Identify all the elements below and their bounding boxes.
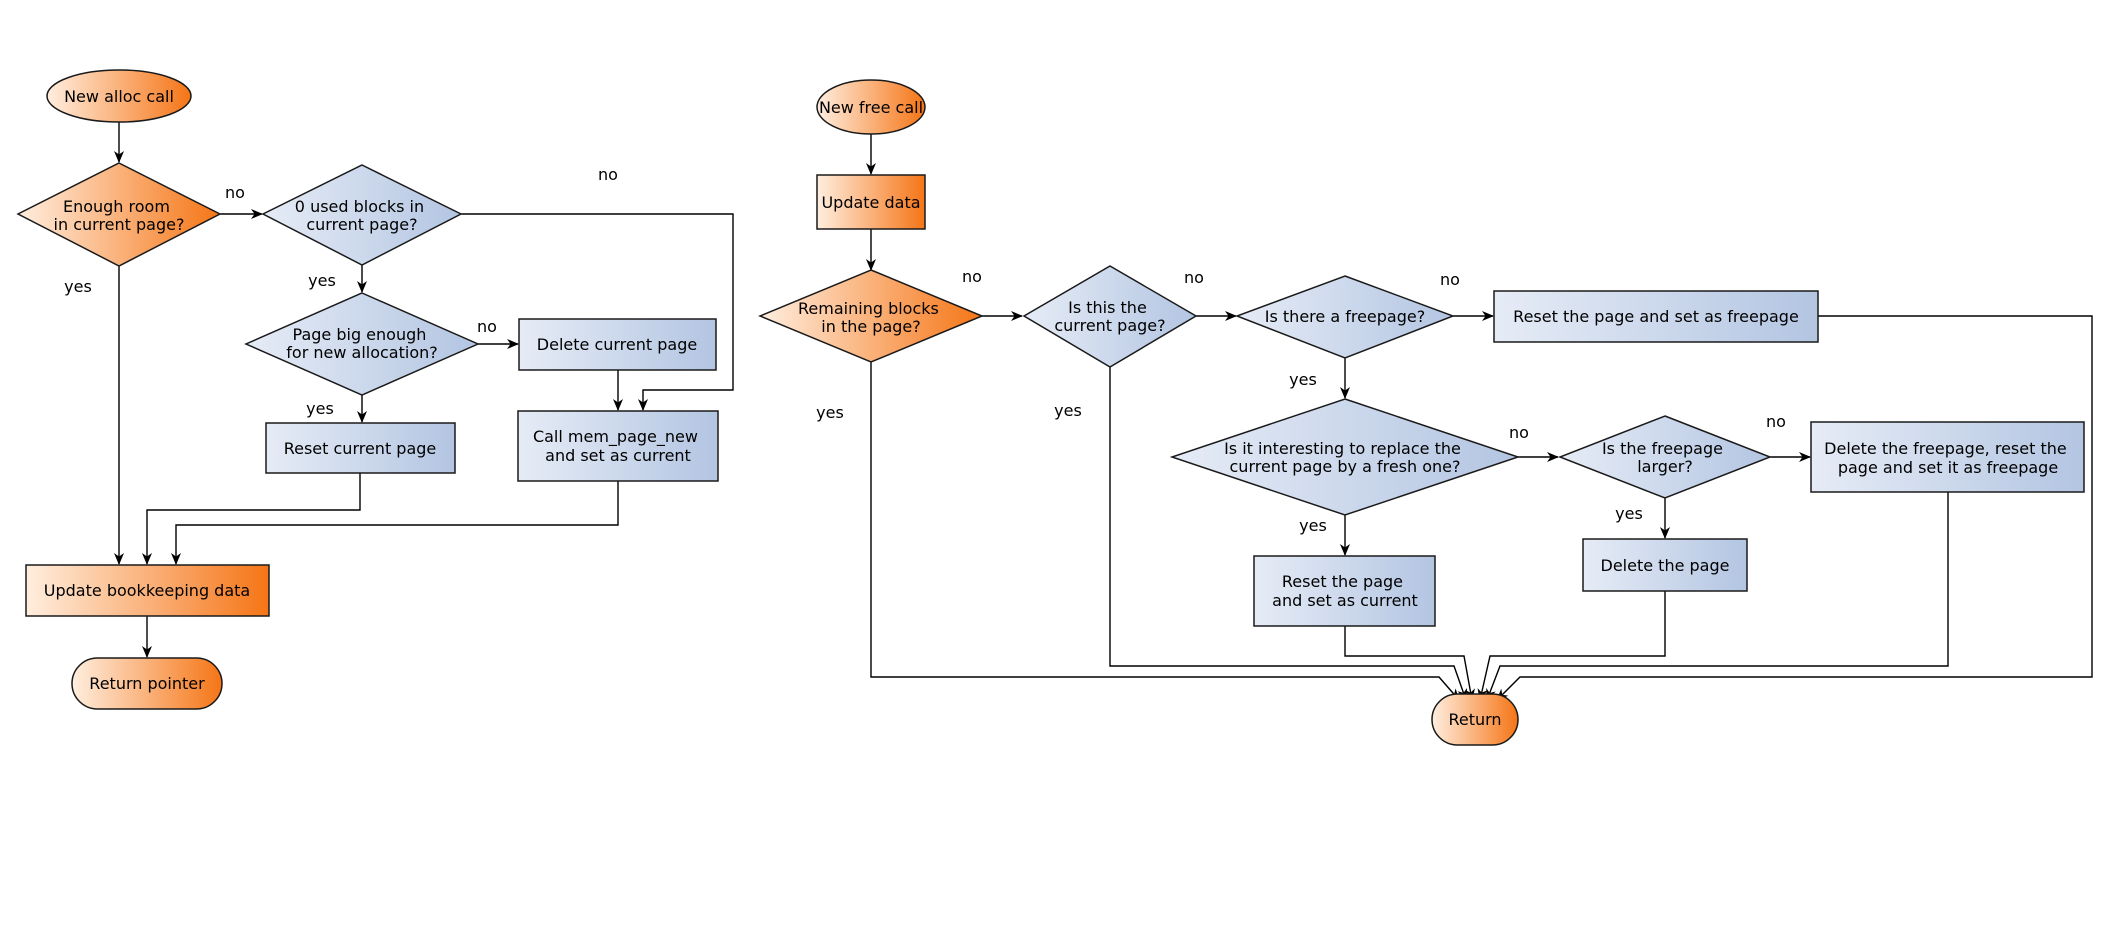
return-pointer-label: Return pointer	[89, 674, 205, 693]
return-pointer-node: Return pointer	[71, 657, 223, 710]
reset-freepage-label: Reset the page and set as freepage	[1513, 307, 1799, 326]
reset-current-label: Reset current page	[284, 439, 437, 458]
call-new-node: Call mem_page_new and set as current	[517, 410, 719, 482]
delete-freepage-node: Delete the freepage, reset the page and …	[1810, 421, 2085, 493]
edge-remaining-yes-to-return	[870, 362, 1460, 701]
zero-used-label: 0 used blocks in current page?	[295, 197, 429, 234]
interesting-decision: Is it interesting to replace the current…	[1169, 398, 1521, 516]
label-is-current-no: no	[1184, 268, 1204, 287]
reset-as-current-label: Reset the page and set as current	[1272, 572, 1418, 610]
label-interesting-yes: yes	[1299, 516, 1327, 535]
label-zero-used-yes: yes	[308, 271, 336, 290]
label-larger-yes: yes	[1615, 504, 1643, 523]
return-node: Return	[1431, 693, 1519, 746]
update-data-node: Update data	[816, 174, 926, 230]
enough-room-decision: Enough room in current page?	[16, 162, 222, 267]
free-edges	[866, 134, 2093, 701]
label-interesting-no: no	[1509, 423, 1529, 442]
label-enough-room-no: no	[225, 183, 245, 202]
delete-page-node: Delete the page	[1582, 538, 1748, 592]
is-current-decision: Is this the current page?	[1022, 265, 1198, 368]
label-is-current-yes: yes	[1054, 401, 1082, 420]
page-big-decision: Page big enough for new allocation?	[244, 292, 480, 396]
delete-freepage-label: Delete the freepage, reset the page and …	[1824, 439, 2072, 477]
remaining-blocks-decision: Remaining blocks in the page?	[758, 269, 984, 363]
remaining-blocks-label: Remaining blocks in the page?	[798, 299, 944, 336]
reset-freepage-node: Reset the page and set as freepage	[1493, 290, 1819, 343]
label-is-freepage-yes: yes	[1289, 370, 1317, 389]
delete-current-label: Delete current page	[537, 335, 697, 354]
page-big-label: Page big enough for new allocation?	[286, 325, 437, 362]
edge-is-current-yes-to-return	[1109, 367, 1468, 701]
edge-delete-freepage-to-return	[1486, 492, 1949, 701]
label-page-big-yes: yes	[306, 399, 334, 418]
edge-call-new-to-bookkeeping	[171, 481, 619, 565]
label-zero-used-no: no	[598, 165, 618, 184]
free-start-label: New free call	[819, 98, 923, 117]
edge-reset-freepage-to-return	[1496, 315, 2093, 701]
alloc-start-node: New alloc call	[46, 69, 192, 123]
call-new-label: Call mem_page_new and set as current	[533, 427, 703, 465]
update-bookkeeping-node: Update bookkeeping data	[25, 564, 270, 617]
is-freepage-decision: Is there a freepage?	[1234, 275, 1456, 359]
zero-used-decision: 0 used blocks in current page?	[261, 164, 463, 266]
delete-page-label: Delete the page	[1601, 556, 1730, 575]
interesting-label: Is it interesting to replace the current…	[1224, 439, 1466, 476]
return-label: Return	[1448, 710, 1501, 729]
edge-delete-page-to-return	[1477, 591, 1666, 701]
reset-current-node: Reset current page	[265, 422, 456, 474]
delete-current-node: Delete current page	[518, 318, 717, 371]
label-remaining-no: no	[962, 267, 982, 286]
edge-reset-current-to-bookkeeping	[142, 473, 361, 565]
enough-room-label: Enough room in current page?	[54, 197, 185, 234]
label-enough-room-yes: yes	[64, 277, 92, 296]
label-is-freepage-no: no	[1440, 270, 1460, 289]
edge-reset-as-current-to-return	[1344, 626, 1475, 701]
label-larger-no: no	[1766, 412, 1786, 431]
edge-zero-used-no	[461, 213, 734, 411]
label-remaining-yes: yes	[816, 403, 844, 422]
freepage-larger-label: Is the freepage larger?	[1602, 439, 1728, 476]
alloc-start-label: New alloc call	[64, 87, 174, 106]
freepage-larger-decision: Is the freepage larger?	[1557, 415, 1773, 499]
is-freepage-label: Is there a freepage?	[1265, 307, 1425, 326]
free-start-node: New free call	[816, 79, 926, 135]
update-bookkeeping-label: Update bookkeeping data	[44, 581, 250, 600]
is-current-label: Is this the current page?	[1054, 298, 1165, 335]
alloc-edges	[114, 122, 734, 658]
label-page-big-no: no	[477, 317, 497, 336]
update-data-label: Update data	[821, 193, 920, 212]
reset-as-current-node: Reset the page and set as current	[1253, 555, 1436, 627]
